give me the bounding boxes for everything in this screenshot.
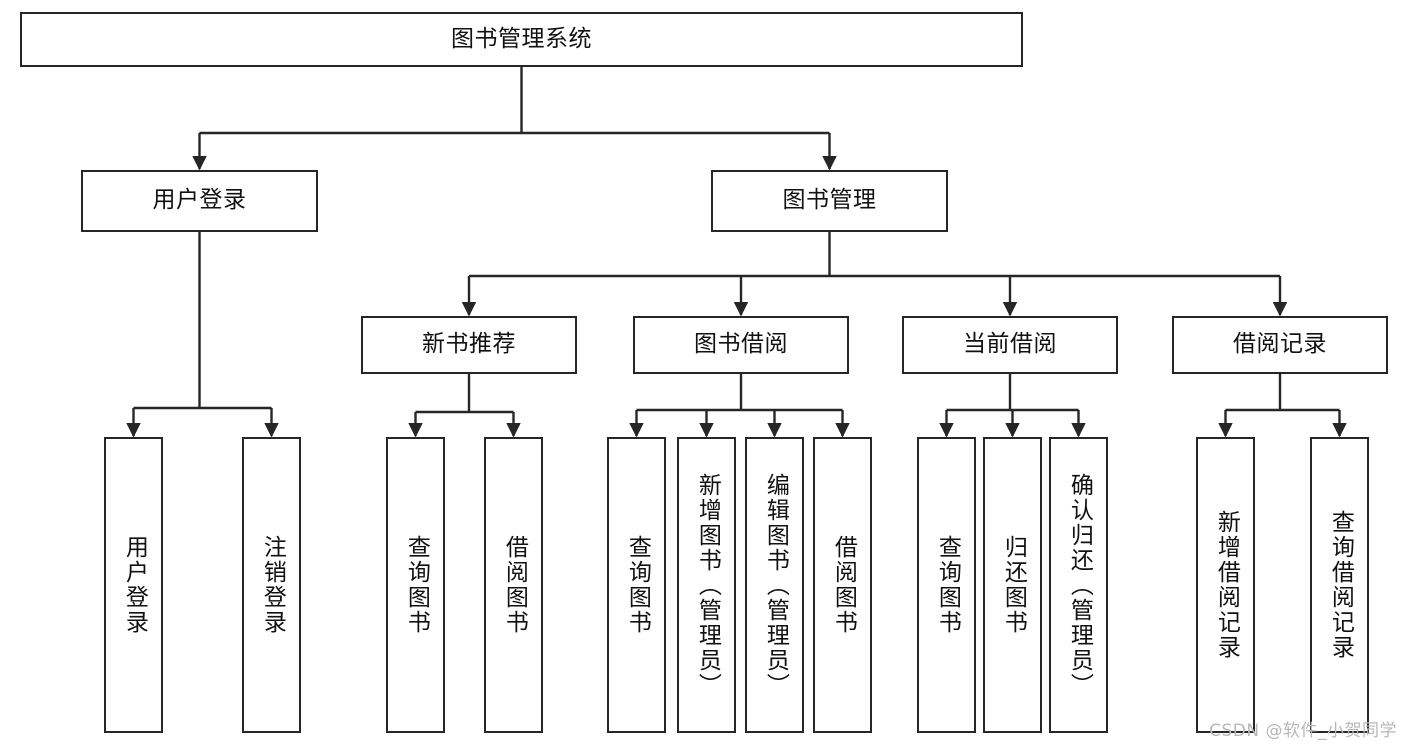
node-label: 新书推荐 (422, 331, 516, 358)
node-label: 用户登录 (152, 187, 247, 214)
node-leaf-10[interactable]: 归还图书 (983, 437, 1042, 733)
node-label: 归还图书 (1000, 535, 1027, 635)
node-leaf-3[interactable]: 查询图书 (386, 437, 445, 733)
node-label: 编辑图书（管理员） (762, 472, 789, 698)
node-label: 图书管理系统 (451, 25, 592, 52)
node-leaf-11[interactable]: 确认归还（管理员） (1049, 437, 1108, 733)
node-login[interactable]: 用户登录 (81, 170, 318, 232)
node-leaf-13[interactable]: 查询借阅记录 (1310, 437, 1369, 733)
node-label: 图书管理 (782, 187, 877, 214)
node-label: 查询图书 (624, 535, 651, 635)
node-label: 图书借阅 (694, 331, 788, 358)
node-leaf-8[interactable]: 借阅图书 (813, 437, 872, 733)
node-leaf-6[interactable]: 新增图书（管理员） (677, 437, 736, 733)
node-leaf-12[interactable]: 新增借阅记录 (1196, 437, 1255, 733)
node-leaf-5[interactable]: 查询图书 (607, 437, 666, 733)
node-label: 当前借阅 (963, 331, 1057, 358)
node-label: 借阅图书 (501, 535, 528, 635)
node-records[interactable]: 借阅记录 (1172, 316, 1388, 374)
node-label: 查询图书 (934, 535, 961, 635)
node-label: 查询图书 (403, 535, 430, 635)
node-label: 用户登录 (121, 535, 148, 635)
node-borrow[interactable]: 图书借阅 (633, 316, 849, 374)
watermark: CSDN @软件_小贺同学 (1209, 721, 1397, 741)
node-label: 新增图书（管理员） (694, 472, 721, 698)
node-leaf-2[interactable]: 注销登录 (242, 437, 301, 733)
node-bookmgmt[interactable]: 图书管理 (711, 170, 948, 232)
node-label: 注销登录 (259, 535, 286, 635)
node-label: 新增借阅记录 (1213, 510, 1240, 660)
node-leaf-9[interactable]: 查询图书 (917, 437, 976, 733)
node-leaf-4[interactable]: 借阅图书 (484, 437, 543, 733)
node-newbook[interactable]: 新书推荐 (361, 316, 577, 374)
node-leaf-1[interactable]: 用户登录 (104, 437, 163, 733)
node-label: 查询借阅记录 (1327, 510, 1354, 660)
node-root[interactable]: 图书管理系统 (20, 12, 1023, 67)
node-label: 借阅记录 (1233, 331, 1327, 358)
node-label: 确认归还（管理员） (1066, 472, 1093, 698)
node-label: 借阅图书 (830, 535, 857, 635)
node-leaf-7[interactable]: 编辑图书（管理员） (745, 437, 804, 733)
node-current[interactable]: 当前借阅 (902, 316, 1118, 374)
